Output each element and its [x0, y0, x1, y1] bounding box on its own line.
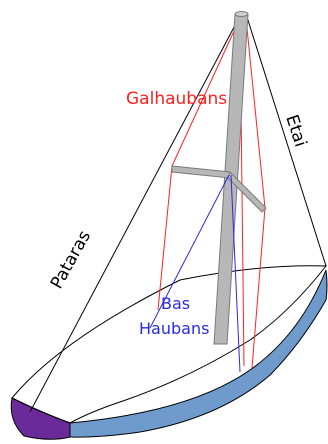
forestay-line	[245, 13, 327, 267]
galhaubans-label: Galhaubans	[126, 89, 227, 109]
hull-topside	[69, 269, 328, 438]
backstay-line	[29, 13, 242, 413]
mast-top	[234, 11, 249, 17]
etai-label: Etai	[281, 112, 310, 149]
haubans-label: Haubans	[139, 319, 209, 338]
bas-label: Bas	[161, 294, 190, 313]
pataras-label: Pataras	[47, 227, 95, 292]
hull-stern	[10, 397, 71, 440]
deck-outline	[11, 265, 328, 424]
bas-haubans-lines	[149, 174, 241, 373]
spreader-left	[171, 165, 231, 179]
